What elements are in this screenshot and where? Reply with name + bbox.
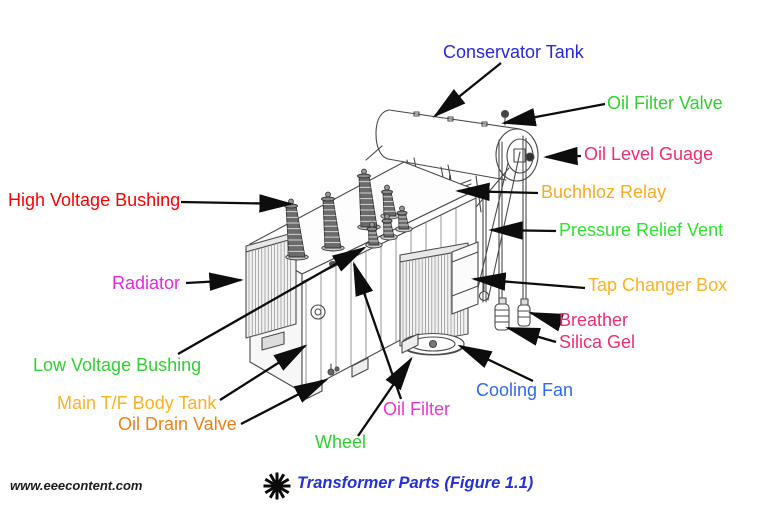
arrow-pressure-relief-vent [488,221,557,240]
arrow-radiator [185,272,244,291]
arrow-oil-level-guage [543,146,582,166]
watermark-text: www.eeecontent.com [10,478,143,493]
label-silica-gel: Silica Gel [559,332,636,352]
label-pressure-relief-vent: Pressure Relief Vent [559,220,724,240]
label-radiator: Radiator [112,273,181,293]
label-oil-drain-valve: Oil Drain Valve [118,414,237,434]
arrow-main-tf-body-tank [219,344,308,401]
arrow-oil-filter-valve [501,102,606,127]
label-high-voltage-bushing: High Voltage Bushing [8,190,181,210]
label-conservator-tank: Conservator Tank [443,42,584,62]
figure-caption: Transformer Parts (Figure 1.1) [297,474,534,492]
label-tap-changer-box: Tap Changer Box [588,275,728,295]
arrow-oil-filter [352,261,403,400]
oil-drain-valve-drawing [327,363,340,376]
bushings-drawing [284,168,413,261]
starburst-icon [263,472,291,500]
label-buchhloz-relay: Buchhloz Relay [541,182,667,202]
arrow-cooling-fan [457,344,534,383]
label-breather: Breather [559,310,629,330]
silica-gel-drawing [494,297,510,331]
label-wheel: Wheel [315,432,367,452]
arrow-tap-changer-box [471,272,586,291]
label-cooling-fan: Cooling Fan [476,380,574,400]
arrow-low-voltage-bushing [177,246,367,355]
label-oil-filter: Oil Filter [383,399,450,419]
arrow-oil-drain-valve [240,378,329,426]
arrow-breather [528,311,564,332]
arrow-high-voltage-bushing [180,194,294,213]
arrow-conservator-tank [432,62,502,118]
arrow-buchhloz-relay [455,182,539,201]
label-main-tf-body-tank: Main T/F Body Tank [57,393,217,413]
label-oil-filter-valve: Oil Filter Valve [607,93,723,113]
arrow-silica-gel [505,326,557,346]
label-low-voltage-bushing: Low Voltage Bushing [33,355,202,375]
arrow-wheel [357,356,413,437]
label-oil-level-guage: Oil Level Guage [584,144,714,164]
